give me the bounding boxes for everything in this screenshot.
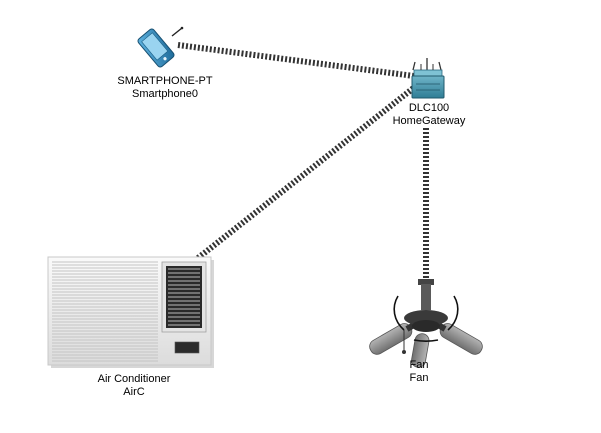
aircon-name: AirC <box>123 386 145 398</box>
smartphone-label: SMARTPHONE-PT Smartphone0 <box>117 75 212 101</box>
gateway-model: DLC100 <box>408 102 450 114</box>
aircon-model: Air Conditioner <box>97 373 171 385</box>
link-aircon-gateway[interactable] <box>196 83 418 261</box>
smartphone-icon[interactable] <box>137 26 184 69</box>
smartphone-model: SMARTPHONE-PT <box>117 75 213 87</box>
wireless-links <box>177 42 429 283</box>
smartphone-name: Smartphone0 <box>131 88 199 100</box>
fan-label: Fan Fan <box>410 359 429 385</box>
ceiling-fan-icon[interactable] <box>367 279 485 368</box>
air-conditioner-icon[interactable] <box>47 256 214 368</box>
gateway-name: HomeGateway <box>392 115 466 127</box>
fan-model: Fan <box>409 359 429 371</box>
link-smartphone-gateway[interactable] <box>177 42 415 79</box>
aircon-label: Air Conditioner AirC <box>98 373 171 399</box>
home-gateway-icon[interactable] <box>411 58 445 99</box>
gateway-label: DLC100 HomeGateway <box>393 102 466 128</box>
aircon-grille <box>52 261 158 362</box>
fan-name: Fan <box>409 372 429 384</box>
